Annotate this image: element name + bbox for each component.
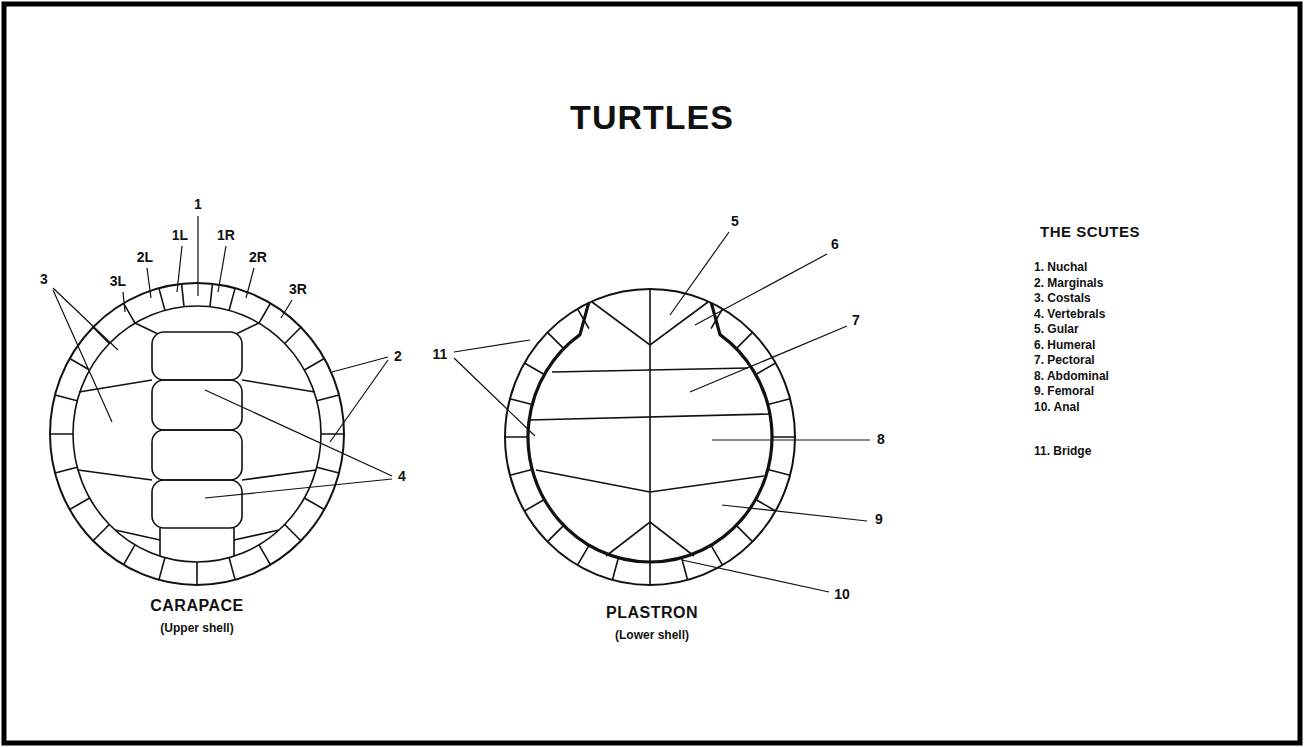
scute-list-item: 10. Anal xyxy=(1034,401,1080,414)
callout-number: 2 xyxy=(394,349,402,364)
callout-number: 1L xyxy=(172,228,188,243)
shell-caption: PLASTRON xyxy=(606,604,698,622)
shell-subcaption: (Lower shell) xyxy=(615,629,689,642)
scute-list-item: 6. Humeral xyxy=(1034,339,1095,352)
callout-number: 10 xyxy=(834,587,850,602)
callout-number: 11 xyxy=(433,347,448,362)
callout-number: 3 xyxy=(40,272,48,287)
callout-number: 2R xyxy=(249,250,267,265)
scute-list-item: 5. Gular xyxy=(1034,323,1079,336)
callout-number: 6 xyxy=(831,237,839,252)
scute-list-item: 3. Costals xyxy=(1034,292,1091,305)
scute-list-item: 2. Marginals xyxy=(1034,277,1103,290)
plastron-drawing xyxy=(505,289,795,585)
scute-list-item: 9. Femoral xyxy=(1034,385,1094,398)
callout-number: 2L xyxy=(137,250,153,265)
frame-border xyxy=(4,4,1300,743)
scute-list-item: 8. Abdominal xyxy=(1034,370,1109,383)
callout-number: 4 xyxy=(398,469,406,484)
scute-list-item: 11. Bridge xyxy=(1034,445,1091,458)
callout-number: 3R xyxy=(289,282,307,297)
scute-list-item: 4. Vertebrals xyxy=(1034,308,1105,321)
callout-number: 1R xyxy=(217,228,235,243)
shell-subcaption: (Upper shell) xyxy=(160,622,233,635)
callout-number: 1 xyxy=(194,197,202,212)
callout-number: 7 xyxy=(852,313,860,328)
callout-number: 5 xyxy=(731,214,739,229)
leader-lines xyxy=(53,216,870,592)
callout-number: 3L xyxy=(110,274,126,289)
scute-list-item: 1. Nuchal xyxy=(1034,261,1087,274)
callout-number: 9 xyxy=(875,512,883,527)
list-heading: THE SCUTES xyxy=(1040,224,1140,241)
callout-number: 8 xyxy=(877,432,885,447)
shell-caption: CARAPACE xyxy=(150,597,243,615)
scute-list-item: 7. Pectoral xyxy=(1034,354,1095,367)
diagram-title: TURTLES xyxy=(570,99,734,136)
